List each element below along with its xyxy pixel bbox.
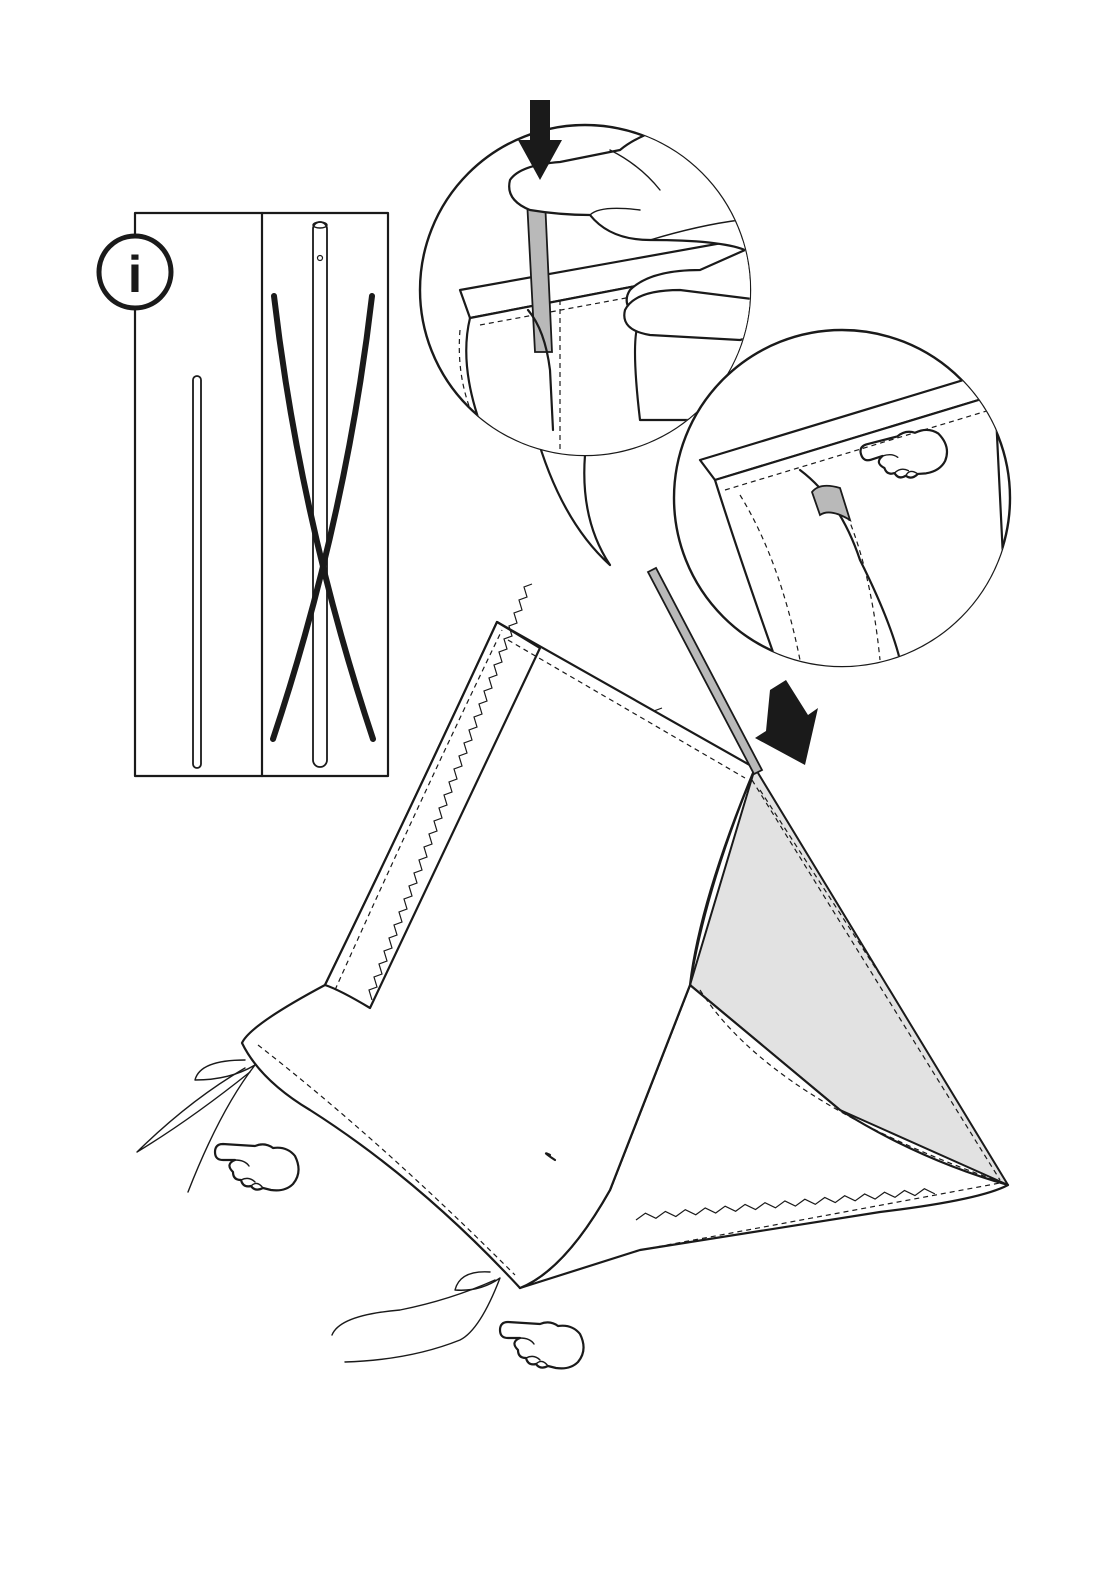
straight-rod (193, 376, 201, 768)
pointing-hand-icon-left (215, 1144, 299, 1190)
diagonal-arrow-icon (755, 680, 818, 765)
info-icon-glyph: i (128, 246, 142, 304)
rope-right (345, 1272, 500, 1362)
pointing-hand-icon-right (500, 1322, 584, 1368)
info-icon: i (99, 236, 171, 308)
tent-pole-not-bent (273, 222, 373, 767)
rope-left (188, 1060, 255, 1192)
info-panel: i (99, 213, 388, 776)
detail-bottom (674, 330, 1010, 700)
tent (137, 568, 1008, 1368)
